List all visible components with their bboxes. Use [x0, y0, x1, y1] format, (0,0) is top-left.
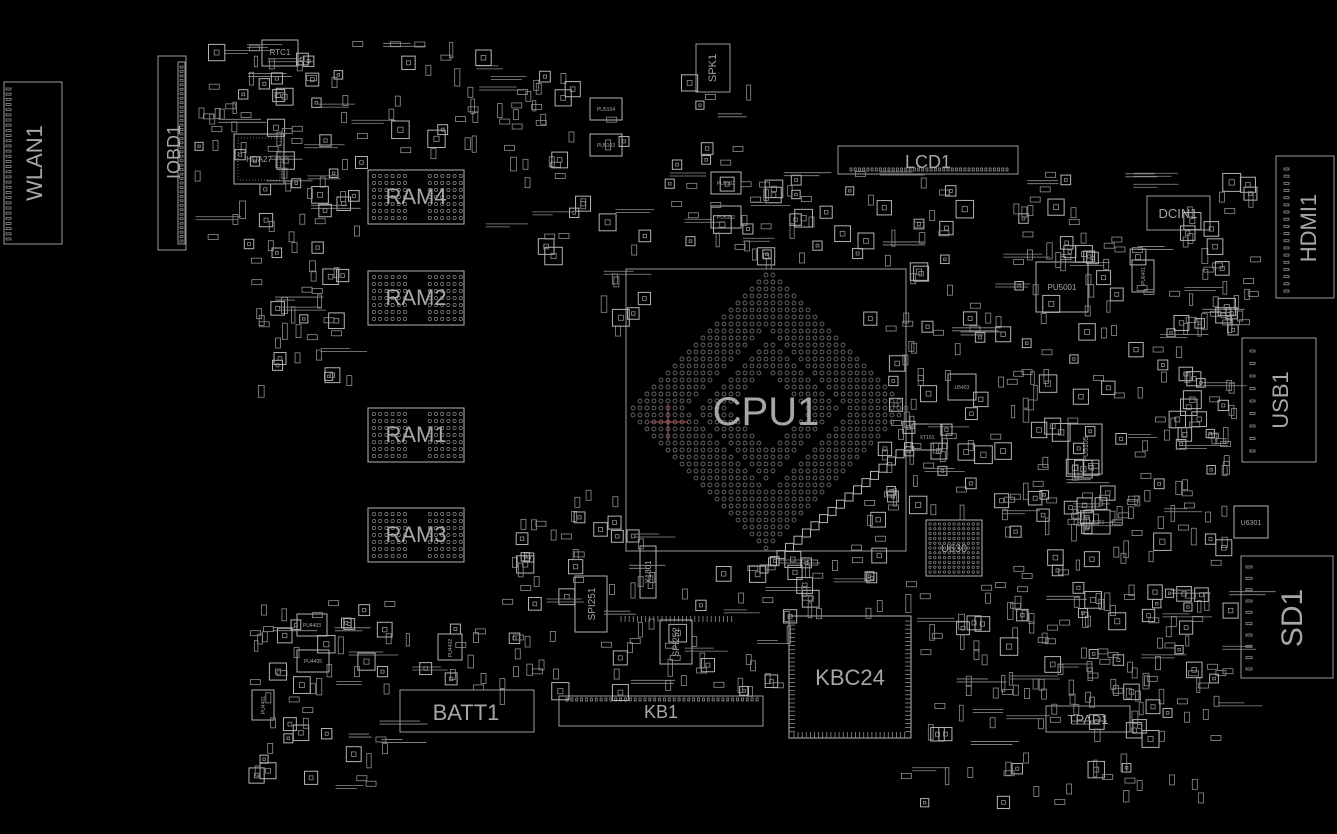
iobd1-label: IOBD1	[164, 125, 184, 179]
sd1-label: SD1	[1276, 589, 1309, 647]
pu5001-chip[interactable]: PU5001	[1035, 261, 1089, 313]
kb1-connector[interactable]: KB1	[558, 695, 764, 727]
ram4-label: RAM4	[385, 184, 446, 209]
tpad1-label: TPAD1	[1068, 712, 1109, 727]
pu4402-label: PU4402	[448, 639, 454, 657]
pu5105-chip[interactable]: PU5105	[1067, 423, 1103, 475]
kb1-label: KB1	[644, 702, 678, 722]
wlan1-connector[interactable]: WLAN1	[3, 81, 63, 245]
u630-label: U630	[941, 543, 967, 555]
pu4403-label: PU4403	[303, 623, 321, 629]
spk1-label: SPK1	[707, 54, 719, 82]
ram1-label: RAM1	[385, 422, 446, 447]
kbc24-label: KBC24	[815, 665, 885, 690]
ram3-module[interactable]: RAM3	[367, 507, 465, 563]
pu5101-label: PU5101	[717, 181, 735, 187]
ram3-label: RAM3	[385, 522, 446, 547]
pu6401-chip[interactable]: PU6401	[1131, 259, 1155, 293]
pu5103-chip[interactable]: PU5103	[589, 133, 623, 157]
spi251-chip[interactable]: SPI251	[574, 575, 608, 633]
lcd1-connector[interactable]: LCD1	[837, 145, 1019, 175]
u5403-label: U5403	[955, 385, 970, 391]
u6201-chip[interactable]: U6201	[1083, 509, 1111, 535]
pu5001-label: PU5001	[1048, 283, 1077, 292]
pu5102-label: PU5102	[717, 215, 735, 221]
pu4401-chip[interactable]: PU4401	[251, 689, 275, 721]
kbc24-chip[interactable]: KBC24	[620, 615, 912, 739]
pu5103-label: PU5103	[597, 143, 615, 149]
x1801-crystal[interactable]: X1801	[639, 545, 657, 599]
ram1-module[interactable]: RAM1	[367, 407, 465, 463]
pu5104-chip[interactable]: PU5104	[589, 97, 623, 121]
batt1-label: BATT1	[433, 700, 500, 725]
ram2-label: RAM2	[385, 285, 446, 310]
rtc1-label: RTC1	[270, 48, 291, 57]
pu4402-chip[interactable]: PU4402	[437, 633, 463, 661]
u630-chip[interactable]: U630	[925, 519, 983, 577]
usb1-label: USB1	[1268, 371, 1293, 428]
sd1-connector[interactable]: SD1	[1240, 555, 1334, 679]
xt101-label: XT101	[920, 435, 935, 441]
batt1-connector[interactable]: BATT1	[399, 689, 535, 733]
hdmi1-label: HDMI1	[1296, 194, 1321, 262]
xt101-crystal[interactable]: XT101	[911, 423, 943, 451]
cpu1-package[interactable]: CPU1	[625, 268, 909, 552]
usb1-connector[interactable]: USB1	[1241, 337, 1317, 463]
pu5102-chip[interactable]: PU5102	[710, 205, 742, 229]
ram4-module[interactable]: RAM4	[367, 169, 465, 225]
pu5105-label: PU5105	[1083, 436, 1090, 461]
iobd1-connector[interactable]: IOBD1	[157, 55, 187, 251]
passive-components	[194, 41, 1276, 809]
hdmi1-connector[interactable]: HDMI1	[1275, 155, 1335, 299]
tpad1-connector[interactable]: TPAD1	[1045, 705, 1131, 733]
spk1-connector[interactable]: SPK1	[695, 43, 731, 93]
ram2-module[interactable]: RAM2	[367, 270, 465, 326]
spi251-label: SPI251	[587, 587, 598, 620]
pu4405-label: PU4405	[304, 659, 322, 665]
u6301-chip[interactable]: U6301	[1233, 505, 1269, 539]
wlan1-label: WLAN1	[22, 125, 47, 201]
pu6401-label: PU6401	[1141, 267, 1147, 285]
u6301-label: U6301	[1241, 520, 1262, 527]
pu4401-label: PU4401	[261, 696, 267, 714]
x1801-label: X1801	[644, 560, 653, 584]
cpu1-label: CPU1	[713, 390, 820, 434]
pu4405-chip[interactable]: PU4405	[296, 649, 330, 673]
u5403-chip[interactable]: U5403	[947, 373, 977, 401]
pu5104-label: PU5104	[597, 107, 615, 113]
lcd1-label: LCD1	[905, 152, 951, 172]
